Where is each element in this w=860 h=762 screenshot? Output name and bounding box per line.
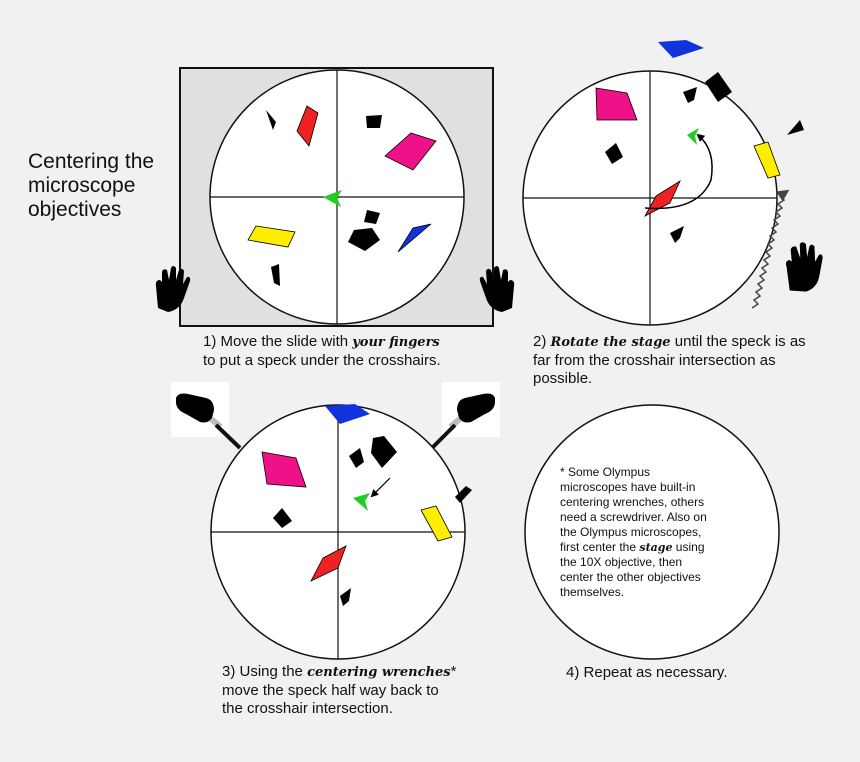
- step-1-caption: 1) Move the slide with your fingers to p…: [203, 333, 441, 370]
- black-shape: [787, 120, 804, 135]
- panel-3: [171, 382, 500, 660]
- title-line: objectives: [28, 198, 122, 221]
- footnote: * Some Olympus microscopes have built-in…: [560, 465, 735, 600]
- yellow-shape: [420, 505, 453, 542]
- caption-text: far from the crosshair intersection as: [533, 352, 776, 369]
- caption-text: until the speck is as: [670, 333, 806, 350]
- speck-icon: [323, 190, 342, 207]
- blue-shape: [325, 404, 370, 424]
- black-shape: [455, 486, 472, 503]
- title-line: microscope: [28, 174, 136, 197]
- footnote-line: first center the stage using: [560, 540, 735, 555]
- wrench-hand-icon: [171, 382, 242, 450]
- caption-emphasis: Rotate the stage: [550, 335, 671, 350]
- black-shape: [364, 210, 380, 224]
- field-of-view-4: [524, 404, 780, 660]
- panel-2: [522, 40, 823, 326]
- black-shape: [348, 228, 380, 251]
- caption-emphasis: your fingers: [352, 335, 440, 350]
- caption-text: *: [450, 663, 457, 680]
- step-2-caption: 2) Rotate the stage until the speck is a…: [533, 333, 806, 388]
- caption-text: Using the: [239, 663, 308, 680]
- footnote-line: microscopes have built-in: [560, 480, 696, 494]
- rotation-arrow-icon: [644, 133, 713, 210]
- black-shape: [683, 87, 697, 103]
- caption-text: possible.: [533, 370, 593, 387]
- magenta-shape: [384, 132, 437, 171]
- magenta-shape: [595, 87, 638, 121]
- blue-shape: [658, 40, 704, 58]
- step-3-caption: 3) Using the centering wrenches* move th…: [222, 663, 456, 718]
- step-number: 2): [533, 333, 547, 350]
- speck-icon: [687, 128, 699, 145]
- magenta-shape: [261, 451, 307, 488]
- footnote-line: center the other objectives: [560, 570, 701, 584]
- wavy-arrow-icon: [751, 189, 790, 309]
- caption-emphasis: centering wrenches: [307, 665, 451, 680]
- title-line: Centering the: [28, 150, 155, 173]
- black-shape: [371, 436, 397, 468]
- page-title: Centering the microscope objectives: [28, 150, 188, 222]
- footnote-emphasis: stage: [639, 541, 673, 554]
- footnote-line: the 10X objective, then: [560, 555, 683, 569]
- footnote-line: * Some Olympus: [560, 465, 651, 479]
- black-shape: [366, 115, 382, 128]
- black-shape: [340, 588, 351, 606]
- black-shape: [670, 226, 684, 243]
- caption-text: move the speck half way back to: [222, 682, 439, 699]
- red-shape: [310, 545, 347, 582]
- step-number: 3): [222, 663, 236, 680]
- footnote-line: centering wrenches, others: [560, 495, 705, 509]
- footnote-text: using: [672, 540, 705, 554]
- hand-icon: [479, 266, 515, 312]
- footnote-text: first center the: [560, 540, 640, 554]
- caption-text: to put a speck under the crosshairs.: [203, 352, 441, 369]
- step-4-caption: 4) Repeat as necessary.: [566, 664, 727, 682]
- footnote-line: themselves.: [560, 585, 625, 599]
- black-shape: [266, 110, 276, 130]
- caption-text: the crosshair intersection.: [222, 700, 393, 717]
- hand-icon: [785, 242, 823, 292]
- caption-text: Move the slide with: [220, 333, 353, 350]
- blue-shape: [397, 223, 432, 253]
- footnote-line: the Olympus microscopes,: [560, 525, 702, 539]
- black-shape: [705, 72, 732, 102]
- black-shape: [273, 508, 292, 528]
- black-shape: [349, 448, 364, 468]
- hand-icon: [155, 266, 191, 312]
- yellow-shape: [247, 225, 296, 248]
- movement-arrow: [370, 477, 391, 498]
- black-shape: [271, 264, 280, 286]
- step-number: 4): [566, 664, 580, 681]
- wrench-hand-icon: [431, 382, 500, 449]
- black-shape: [605, 143, 623, 164]
- panel-1: [155, 67, 515, 327]
- footnote-line: need a screwdriver. Also on: [560, 510, 707, 524]
- red-shape: [644, 179, 681, 217]
- red-shape: [296, 105, 319, 147]
- step-number: 1): [203, 333, 217, 350]
- speck-icon: [353, 493, 370, 511]
- yellow-shape: [753, 141, 781, 179]
- caption-text: Repeat as necessary.: [583, 664, 728, 681]
